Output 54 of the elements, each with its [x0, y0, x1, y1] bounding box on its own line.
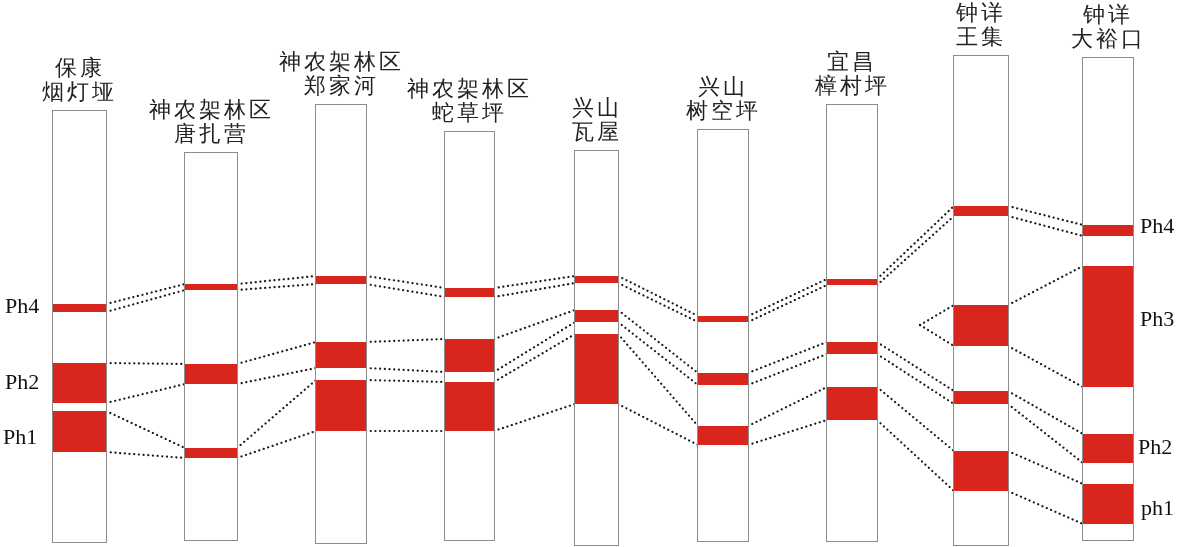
- layer-band: [575, 310, 618, 322]
- area-name: 神农架林区: [278, 50, 404, 74]
- layer-band: [827, 342, 877, 354]
- layer-band: [698, 373, 748, 385]
- area-name: 宜昌: [827, 50, 877, 74]
- site-name: 樟村坪: [814, 74, 890, 98]
- site-name: 树空坪: [685, 99, 761, 123]
- layer-band: [575, 276, 618, 283]
- layer-band: [445, 382, 494, 431]
- layer-label: Ph4: [5, 295, 40, 317]
- layer-band: [1083, 484, 1133, 524]
- site-name: 瓦屋: [571, 120, 622, 144]
- layer-band: [954, 391, 1008, 404]
- area-name: 神农架林区: [407, 77, 532, 101]
- layer-band: [575, 334, 618, 404]
- layer-label: Ph3: [1140, 308, 1175, 330]
- layer-label: ph1: [1141, 497, 1174, 519]
- layer-band: [185, 284, 237, 290]
- site-name: 唐扎营: [173, 122, 249, 146]
- area-name: 钟详: [1083, 3, 1133, 27]
- layer-band: [445, 288, 494, 297]
- layer-band: [954, 451, 1008, 491]
- layer-band: [827, 279, 877, 285]
- layer-label: Ph2: [1138, 436, 1173, 458]
- layer-band: [698, 316, 748, 322]
- layer-label: Ph4: [1140, 215, 1175, 237]
- layer-band: [185, 364, 237, 384]
- layer-band: [53, 304, 106, 312]
- layer-band: [185, 448, 237, 458]
- site-name: 蛇草坪: [432, 101, 507, 125]
- area-name: 神农架林区: [148, 98, 274, 122]
- layer-band: [445, 339, 494, 372]
- layer-band: [316, 342, 366, 368]
- site-name: 王集: [956, 25, 1006, 49]
- layer-band: [53, 411, 106, 452]
- site-name: 大裕口: [1070, 27, 1146, 51]
- site-name: 郑家河: [303, 74, 379, 98]
- layer-band: [1083, 225, 1133, 236]
- layer-band: [954, 305, 1008, 346]
- layer-band: [954, 206, 1008, 216]
- area-name: 保康: [54, 56, 105, 80]
- site-name: 烟灯垭: [42, 80, 117, 104]
- layer-band: [53, 363, 106, 403]
- area-name: 兴山: [571, 96, 622, 120]
- layer-label: Ph2: [5, 371, 40, 393]
- area-name: 钟详: [956, 1, 1006, 25]
- area-name: 兴山: [698, 75, 748, 99]
- layer-band: [698, 426, 748, 445]
- layer-band: [827, 387, 877, 420]
- layer-band: [1083, 266, 1133, 387]
- layer-band: [1083, 434, 1133, 463]
- layer-band: [316, 276, 366, 284]
- layer-label: Ph1: [3, 426, 38, 448]
- layer-band: [316, 380, 366, 431]
